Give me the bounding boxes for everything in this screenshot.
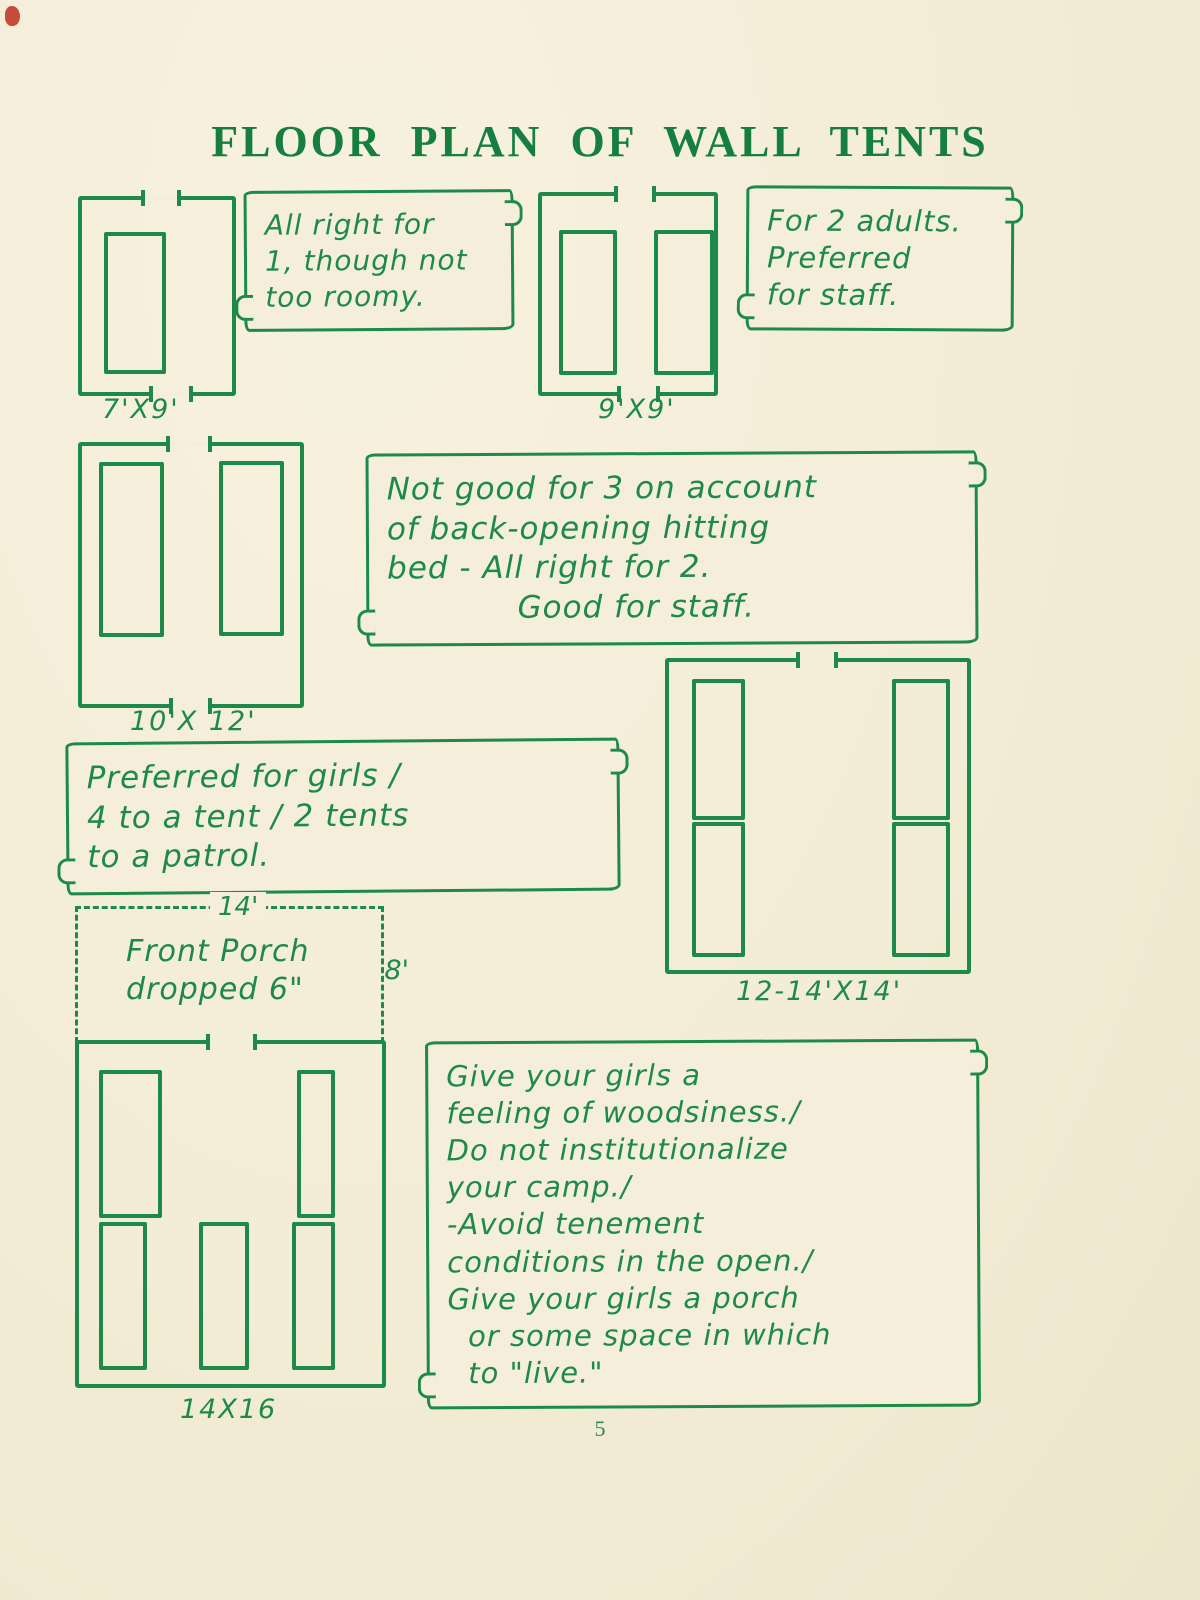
bed-rect xyxy=(99,1070,162,1218)
page-number: 5 xyxy=(594,1416,606,1441)
dimension-label-7x9: 7'X9' xyxy=(102,394,180,425)
note-scroll-5: Give your girls a feeling of woodsiness.… xyxy=(425,1038,981,1410)
bed-rect xyxy=(892,679,950,820)
door-gap xyxy=(206,1034,257,1050)
bed-rect xyxy=(692,679,745,820)
door-gap xyxy=(617,386,660,402)
tent-plan-14x16 xyxy=(75,1034,386,1388)
porch-depth-label: 8' xyxy=(384,955,409,986)
bed-rect xyxy=(99,462,164,637)
bed-rect xyxy=(654,230,714,375)
dimension-label-12x14: 12-14'X14' xyxy=(736,976,903,1007)
bed-rect xyxy=(99,1222,147,1370)
porch-width-label: 14' xyxy=(210,892,267,922)
note-scroll-1: All right for 1, though not too roomy. xyxy=(243,189,515,333)
bed-rect xyxy=(292,1222,335,1370)
bed-rect xyxy=(892,822,950,957)
porch-text: Front Porch dropped 6" xyxy=(126,934,310,1007)
door-gap xyxy=(149,386,193,402)
note-scroll-2: For 2 adults. Preferred for staff. xyxy=(745,185,1015,333)
note-scroll-3: Not good for 3 on account of back-openin… xyxy=(365,450,979,647)
tent-plan-7x9 xyxy=(78,190,236,402)
paper-mark xyxy=(5,6,20,26)
bed-rect xyxy=(104,232,166,374)
bed-rect xyxy=(559,230,617,375)
porch-outline: 14' 8' Front Porch dropped 6" xyxy=(75,892,409,1043)
door-gap xyxy=(169,698,212,714)
dimension-label-14x16: 14X16 xyxy=(180,1394,278,1425)
door-gap xyxy=(796,652,838,668)
dimension-label-9x9: 9'X9' xyxy=(598,394,676,425)
door-gap xyxy=(166,436,212,452)
door-gap xyxy=(614,186,656,202)
dimension-label-10x12: 10'X 12' xyxy=(130,706,257,737)
page-title: FLOOR PLAN OF WALL TENTS xyxy=(211,117,989,166)
bed-rect xyxy=(199,1222,249,1370)
bed-rect xyxy=(219,461,284,636)
tent-plan-10x12 xyxy=(78,436,304,714)
bed-rect xyxy=(692,822,745,957)
bed-rect xyxy=(297,1070,335,1218)
tent-plan-9x9 xyxy=(538,186,718,402)
note-scroll-4: Preferred for girls / 4 to a tent / 2 te… xyxy=(65,737,621,896)
door-gap xyxy=(141,190,181,206)
tent-plan-12x14 xyxy=(665,652,971,974)
